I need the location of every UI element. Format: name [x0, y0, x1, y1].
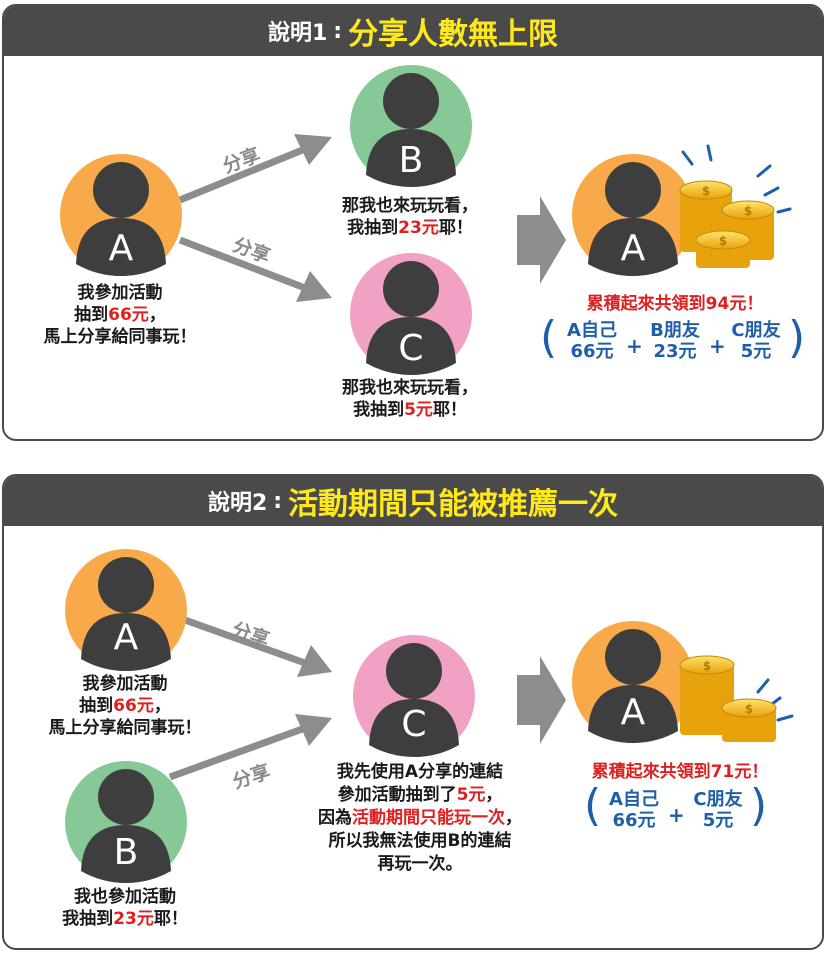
- avatar-c: [353, 635, 475, 757]
- share-arrow-a-to-b: [178, 134, 332, 204]
- c-caption-line1: 我先使用A分享的連結: [336, 762, 504, 782]
- avatar-c: [350, 253, 472, 375]
- c-caption-line2: 我抽到5元耶！: [353, 400, 467, 420]
- c-caption: 我先使用A分享的連結 參加活動抽到了5元， 因為活動期間只能玩一次， 所以我無法…: [290, 761, 550, 876]
- a-caption-line3: 馬上分享給同事玩！: [43, 327, 197, 347]
- section-2-label: 說明2: [207, 491, 268, 516]
- paren-close-1: ): [788, 312, 806, 363]
- result-arrow-2: [517, 656, 566, 744]
- plus-1-b: +: [709, 334, 726, 358]
- total-text-1: 累積起來共領到94元！: [586, 294, 764, 314]
- share-arrow-b-to-c: [168, 714, 332, 781]
- svg-text:$: $: [702, 184, 710, 198]
- avatar-c-letter: C: [398, 328, 424, 369]
- paren-close-2: ): [750, 780, 768, 831]
- coin-stack-icon: $ $: [679, 655, 794, 742]
- a-caption: 我參加活動 抽到66元， 馬上分享給同事玩！: [25, 673, 225, 739]
- section-2-header: 說明2 : 活動期間只能被推薦一次: [4, 476, 822, 526]
- avatar-a: [65, 549, 187, 671]
- total-text-2: 累積起來共領到71元！: [591, 762, 769, 782]
- b-caption-line1: 我也參加活動: [74, 887, 176, 907]
- c-caption-line3: 因為活動期間只能玩一次，: [318, 808, 522, 828]
- result-avatar-a-letter: A: [620, 228, 646, 269]
- plus-1-a: +: [626, 334, 643, 358]
- avatar-a-letter: A: [108, 228, 134, 269]
- avatar-a: [60, 154, 182, 276]
- paren-open-1: (: [540, 312, 558, 363]
- section-1-diagram: $ $ $: [60, 65, 792, 375]
- result-arrow-1: [517, 196, 566, 284]
- c-caption-line1: 那我也來玩玩看，: [342, 378, 478, 398]
- b-caption: 我也參加活動 我抽到23元耶！: [25, 886, 225, 930]
- b-caption-line1: 那我也來玩玩看，: [342, 196, 478, 216]
- section-2-separator: :: [273, 488, 283, 514]
- avatar-b: [350, 65, 472, 187]
- svg-text:$: $: [719, 234, 727, 248]
- avatar-b-letter: B: [398, 140, 424, 181]
- a-caption-line2: 抽到66元，: [79, 696, 171, 716]
- c-caption: 那我也來玩玩看， 我抽到5元耶！: [310, 377, 510, 421]
- avatar-b: [65, 761, 187, 883]
- c-caption-line4: 所以我無法使用B的連結: [328, 831, 512, 851]
- svg-text:$: $: [703, 659, 711, 673]
- section-1-header: 說明1 : 分享人數無上限: [4, 6, 822, 56]
- section-1-title: 分享人數無上限: [348, 17, 559, 52]
- section-1-separator: :: [333, 18, 343, 44]
- b-caption-line2: 我抽到23元耶！: [347, 218, 473, 238]
- result-avatar-a-letter: A: [620, 692, 646, 733]
- c-caption-line2: 參加活動抽到了5元，: [337, 785, 503, 805]
- c-caption-line5: 再玩一次。: [377, 854, 463, 874]
- a-caption-line1: 我參加活動: [77, 283, 163, 303]
- a-caption-line1: 我參加活動: [82, 674, 168, 694]
- avatar-b-letter: B: [113, 832, 139, 873]
- coin-stack-icon: $ $ $: [679, 144, 792, 268]
- section-1-label: 說明1: [267, 21, 328, 46]
- svg-text:$: $: [744, 204, 752, 218]
- avatar-c-letter: C: [401, 704, 427, 745]
- share-arrow-a-to-c: [178, 236, 332, 302]
- avatar-a-letter: A: [113, 617, 139, 658]
- a-caption-line2: 抽到66元，: [74, 305, 166, 325]
- paren-open-2: (: [584, 780, 602, 831]
- b-caption-line2: 我抽到23元耶！: [62, 909, 188, 929]
- svg-text:$: $: [745, 702, 753, 716]
- share-arrow-a-to-c: [183, 616, 332, 677]
- b-caption: 那我也來玩玩看， 我抽到23元耶！: [310, 195, 510, 239]
- a-caption: 我參加活動 抽到66元， 馬上分享給同事玩！: [20, 282, 220, 348]
- result-avatar-a: [572, 621, 694, 743]
- section-2-title: 活動期間只能被推薦一次: [288, 487, 619, 522]
- result-avatar-a: [572, 154, 694, 276]
- a-caption-line3: 馬上分享給同事玩！: [48, 718, 202, 738]
- plus-2-a: +: [668, 803, 685, 827]
